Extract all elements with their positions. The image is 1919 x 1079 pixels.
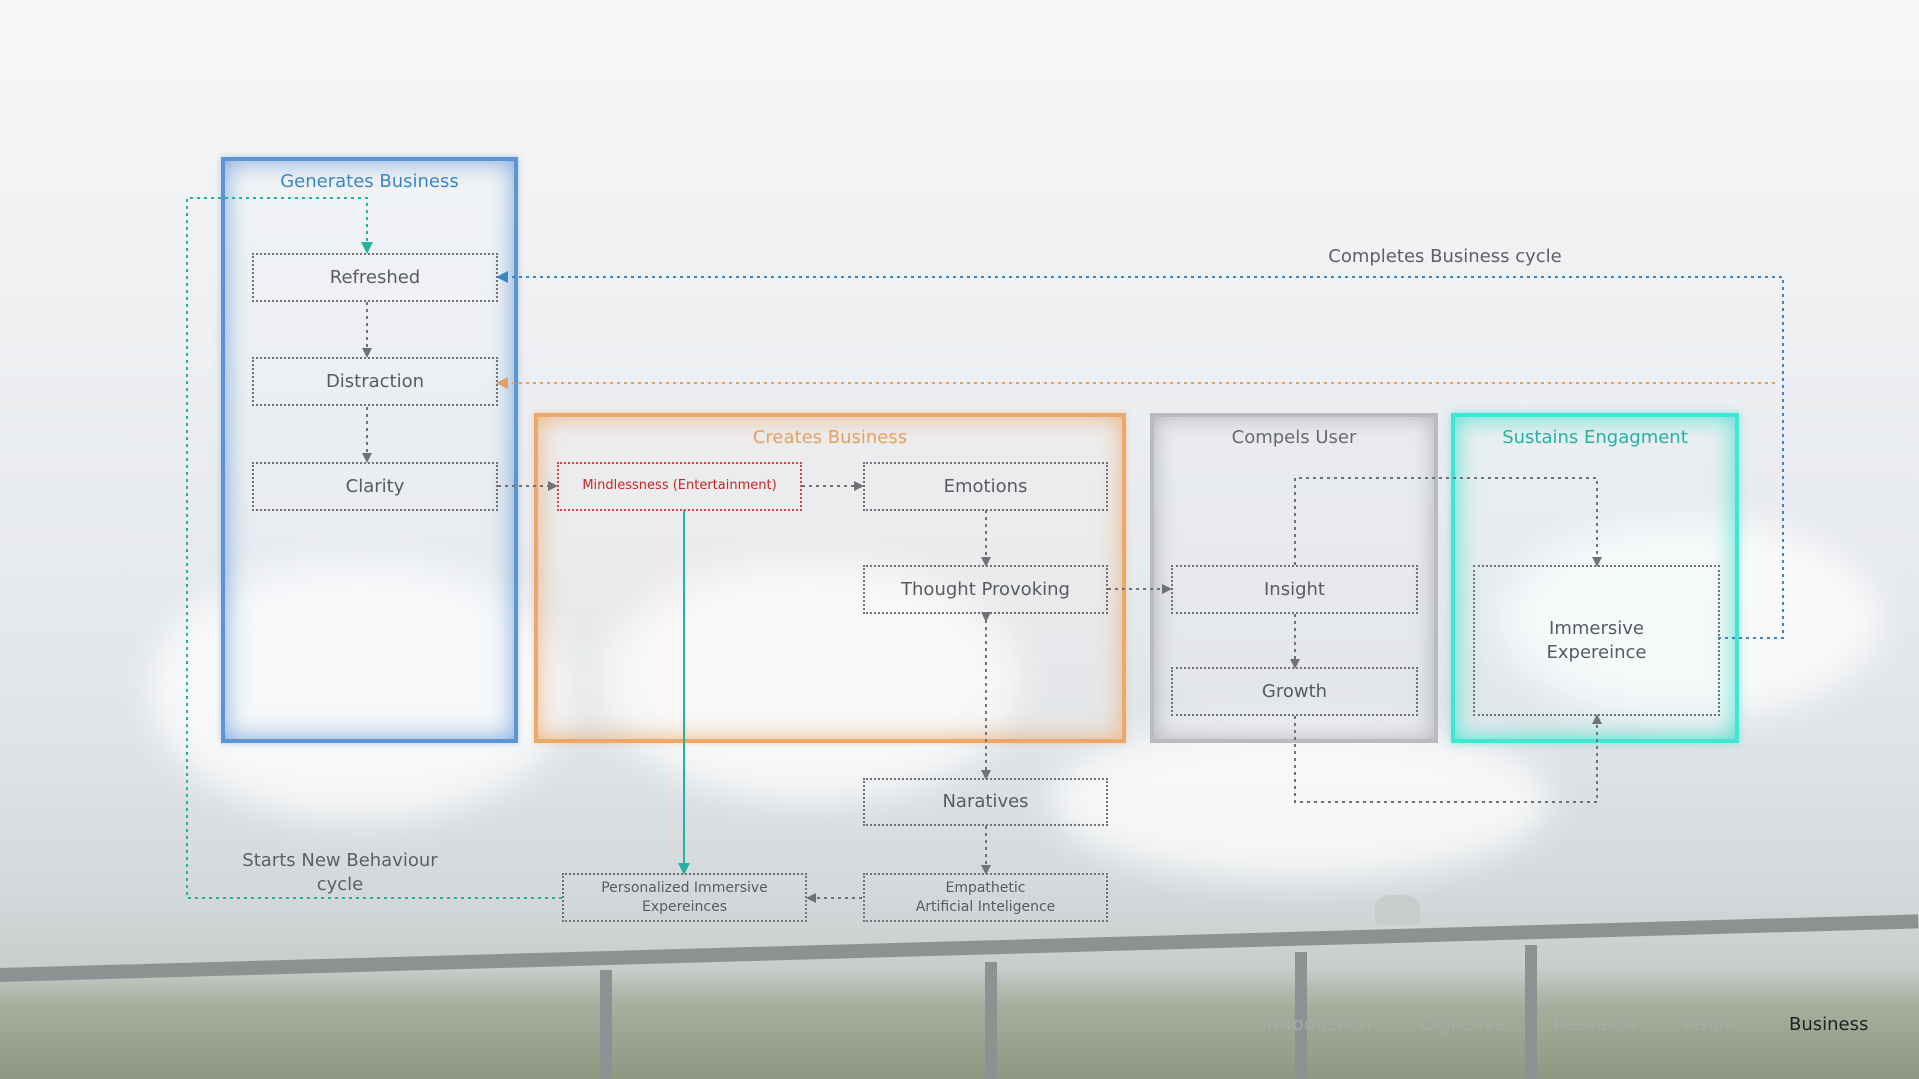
node-label-line1: Immersive bbox=[1549, 618, 1644, 640]
thought-provoking-node: Thought Provoking bbox=[863, 565, 1108, 614]
creates-business-panel: Creates Business bbox=[534, 413, 1126, 743]
panel-title: Sustains Engagment bbox=[1502, 427, 1688, 448]
empathetic-ai-node: Empathetic Artificial Inteligence bbox=[863, 873, 1108, 922]
sustains-engagement-panel: Sustains Engagment bbox=[1451, 413, 1739, 743]
personalized-experiences-node: Personalized Immersive Expereinces bbox=[562, 873, 807, 922]
refreshed-node: Refreshed bbox=[252, 253, 498, 302]
immersive-experience-node: Immersive Expereince bbox=[1473, 565, 1720, 716]
label-line1: Starts New Behaviour bbox=[242, 850, 438, 871]
cloud bbox=[600, 560, 1020, 800]
label-line2: cycle bbox=[316, 874, 364, 896]
nav-research[interactable]: Research bbox=[1553, 1014, 1636, 1035]
node-label: Insight bbox=[1264, 578, 1325, 600]
starts-new-cycle-label: Starts New Behaviour cycle bbox=[210, 849, 470, 898]
new-behaviour-connector bbox=[186, 197, 562, 899]
street-lamp bbox=[1375, 895, 1420, 925]
node-label: Emotions bbox=[943, 475, 1028, 497]
compels-user-panel: Compels User bbox=[1150, 413, 1438, 743]
panel-title: Generates Business bbox=[280, 171, 459, 192]
insight-to-immersive-connector bbox=[1294, 477, 1602, 567]
node-label-line1: Personalized Immersive bbox=[601, 880, 768, 897]
insight-node: Insight bbox=[1171, 565, 1418, 614]
railing-post bbox=[1295, 952, 1307, 1079]
nav-introduction[interactable]: Introduction bbox=[1262, 1014, 1372, 1035]
node-label: Distraction bbox=[325, 370, 425, 392]
panel-title: Creates Business bbox=[752, 427, 908, 448]
node-label: Refreshed bbox=[329, 266, 421, 288]
node-label: Thought Provoking bbox=[901, 578, 1070, 600]
cloud bbox=[150, 560, 570, 820]
nav-vision[interactable]: Vision bbox=[1682, 1014, 1736, 1035]
node-label: Clarity bbox=[345, 475, 405, 497]
railing-post bbox=[1525, 945, 1537, 1079]
mindlessness-node: Mindlessness (Entertainment) bbox=[557, 462, 802, 511]
node-label-line1: Empathetic bbox=[945, 880, 1026, 897]
node-label-line2: Expereince bbox=[1546, 641, 1647, 663]
node-label: Growth bbox=[1261, 680, 1328, 702]
railing-post bbox=[985, 962, 997, 1079]
growth-to-immersive-connector bbox=[1294, 714, 1602, 803]
clarity-node: Clarity bbox=[252, 462, 498, 511]
completes-cycle-connector bbox=[496, 271, 1784, 639]
railing-post bbox=[600, 970, 612, 1079]
emotions-node: Emotions bbox=[863, 462, 1108, 511]
node-label-line2: Artificial Inteligence bbox=[915, 898, 1056, 915]
growth-node: Growth bbox=[1171, 667, 1418, 716]
node-label: Mindlessness (Entertainment) bbox=[582, 478, 777, 494]
nav-objective[interactable]: Objective bbox=[1420, 1014, 1506, 1035]
grass-foreground bbox=[0, 969, 1919, 1079]
distraction-node: Distraction bbox=[252, 357, 498, 406]
naratives-node: Naratives bbox=[863, 778, 1108, 826]
cloud bbox=[1050, 720, 1550, 880]
panel-title: Compels User bbox=[1231, 427, 1357, 448]
completes-cycle-label: Completes Business cycle bbox=[1328, 246, 1562, 267]
cloud bbox=[1500, 520, 1880, 720]
node-label-line2: Expereinces bbox=[641, 898, 728, 915]
node-label: Naratives bbox=[942, 791, 1029, 813]
nav-business[interactable]: Business bbox=[1789, 1014, 1869, 1035]
